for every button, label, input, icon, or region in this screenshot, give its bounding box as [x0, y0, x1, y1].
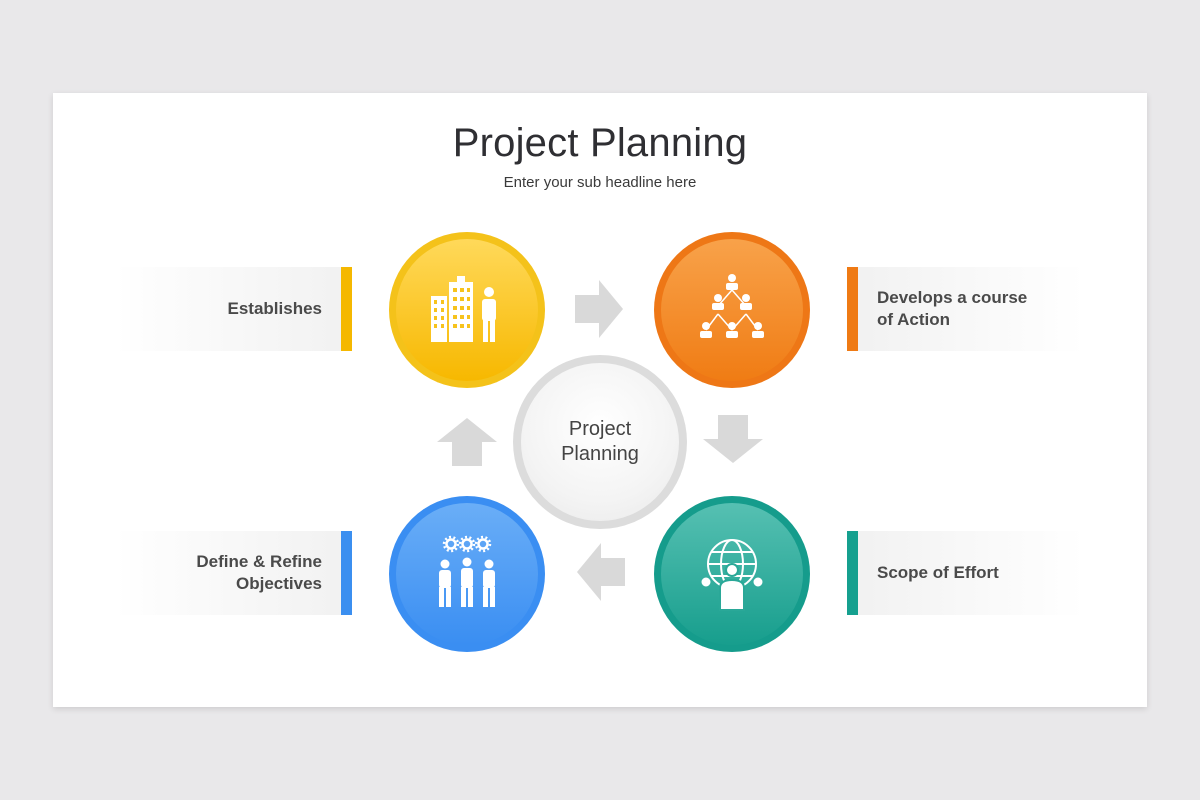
center-text-line1: Project	[568, 418, 632, 440]
arrow-left	[577, 543, 625, 601]
label-text-line2: of Action	[877, 310, 951, 329]
slide-subtitle: Enter your sub headline here	[503, 174, 697, 191]
center-text-line2: Planning	[561, 443, 639, 465]
circle-develops-course	[654, 232, 810, 388]
label-text-line1: Develops a course	[877, 288, 1028, 307]
arrow-down	[703, 415, 763, 463]
label-text: Establishes	[227, 299, 323, 318]
label-define-refine: Define & Refine Objectives	[115, 531, 352, 615]
team-gears-icon	[439, 535, 495, 607]
label-accent-bar	[847, 267, 858, 351]
label-develops-course: Develops a course of Action	[847, 267, 1084, 351]
label-text: Scope of Effort	[877, 563, 999, 582]
circle-establishes	[389, 232, 545, 388]
hierarchy-people-icon	[700, 274, 764, 338]
label-establishes: Establishes	[115, 267, 352, 351]
center-circle: Project Planning	[513, 355, 687, 529]
circle-define-refine	[389, 496, 545, 652]
slide-title: Project Planning	[452, 121, 748, 165]
slide: Project Planning Enter your sub headline…	[53, 93, 1147, 707]
label-text-line2: Objectives	[236, 574, 322, 593]
arrow-right	[575, 280, 623, 338]
label-scope-effort: Scope of Effort	[847, 531, 1084, 615]
label-accent-bar	[341, 267, 352, 351]
buildings-person-icon	[431, 276, 496, 342]
globe-person-icon	[701, 539, 763, 611]
label-accent-bar	[341, 531, 352, 615]
circle-scope-effort	[654, 496, 810, 652]
label-accent-bar	[847, 531, 858, 615]
label-text-line1: Define & Refine	[196, 552, 322, 571]
arrow-up	[437, 418, 497, 466]
